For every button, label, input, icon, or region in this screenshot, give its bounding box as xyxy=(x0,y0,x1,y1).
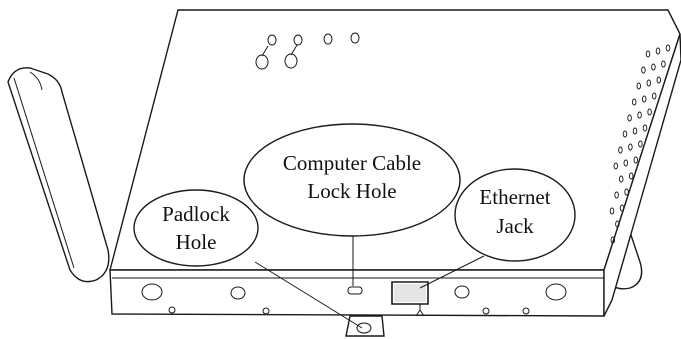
callout-padlock: Padlock Hole xyxy=(134,190,258,266)
callout-cable-lock: Computer Cable Lock Hole xyxy=(244,124,460,236)
callout-ethernet: Ethernet Jack xyxy=(455,169,575,261)
callout-ethernet-line1: Ethernet xyxy=(479,185,550,209)
callout-cable-lock-line2: Lock Hole xyxy=(307,179,396,203)
callout-cable-lock-line1: Computer Cable xyxy=(283,151,421,175)
callout-ethernet-line2: Jack xyxy=(496,214,534,238)
callout-padlock-line2: Hole xyxy=(176,230,217,254)
callout-padlock-line1: Padlock xyxy=(162,202,230,226)
left-antenna xyxy=(8,68,109,282)
padlock-tab xyxy=(346,316,384,336)
